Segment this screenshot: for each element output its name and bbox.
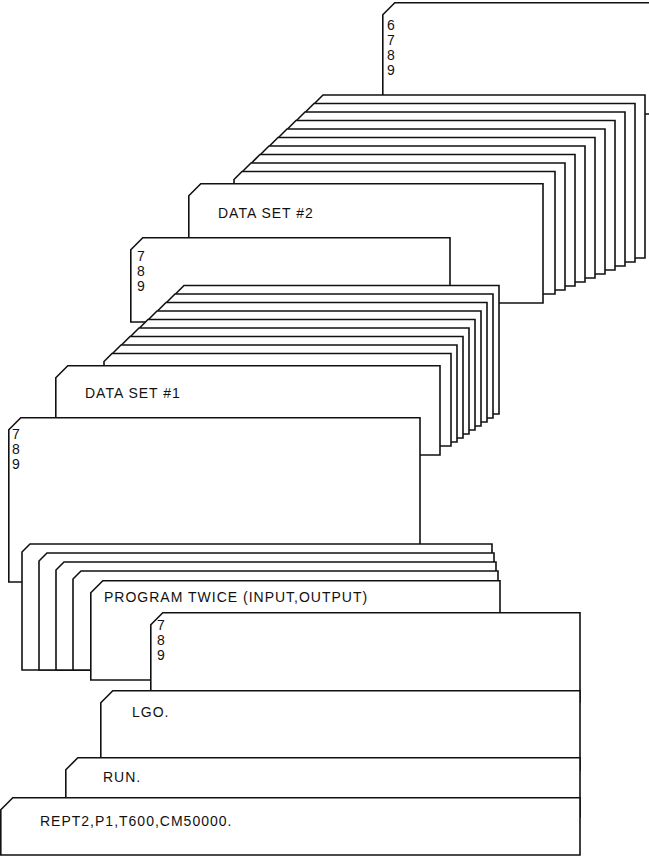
punched-card: REPT2,P1,T600,CM50000. [0, 797, 580, 855]
card-text: REPT2,P1,T600,CM50000. [40, 813, 232, 829]
card-text: DATA SET #1 [85, 385, 181, 401]
card-text: DATA SET #2 [218, 205, 314, 221]
card-shape [151, 613, 580, 702]
punch-code: 7 8 9 [12, 427, 20, 472]
card-shape [1, 798, 580, 855]
card-text: PROGRAM TWICE (INPUT,OUTPUT) [104, 589, 368, 605]
punch-code: 7 8 9 [137, 249, 145, 294]
card-text: LGO. [132, 704, 169, 720]
card-text: RUN. [103, 769, 141, 785]
punch-code: 6 7 8 9 [387, 18, 395, 78]
punch-code: 7 8 9 [157, 618, 165, 663]
punched-card: 7 8 9 [150, 612, 580, 702]
